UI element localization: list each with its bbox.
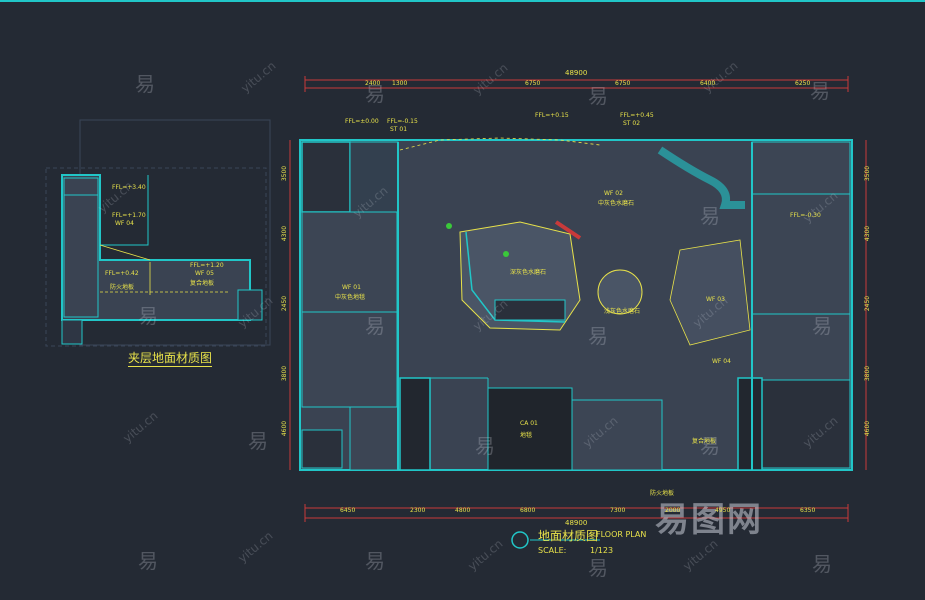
watermark-cn: 易 [812,314,832,338]
watermark-cn: 易 [138,304,158,328]
watermark-cn: 易 [248,429,268,453]
watermark-cn: 易 [700,204,720,228]
watermark-cn: 易 [588,84,608,108]
dim-right: 4300 [864,225,872,242]
room-tag: FFL=-0.15 [387,118,418,125]
room-tag: 中灰色地毯 [335,294,366,301]
room-tag: CA 01 [520,420,538,427]
dim-bottom: 4800 [455,507,471,514]
watermark-cn: 易 [365,314,385,338]
watermark-cn: 易 [812,552,832,576]
dim-top: 2400 [365,80,381,87]
room-tag: WF 01 [342,284,361,291]
room-tag: WF 02 [604,190,623,197]
dim-bottom: 6450 [340,507,356,514]
mezzanine-tag: FFL=+3.40 [112,184,146,191]
dim-bottom: 6350 [800,507,816,514]
mezzanine-tag: 防火地板 [110,284,135,291]
dim-bottom: 2300 [410,507,426,514]
watermark-cn: 易 [475,434,495,458]
dim-bottom: 7300 [610,507,626,514]
room-tag: FFL=-0.30 [790,212,821,219]
room-tag: ST 01 [390,126,408,133]
mezzanine-title: 夹层地面材质图 [128,351,213,367]
dim-top: 6400 [700,80,716,87]
mezzanine-plan [45,119,271,347]
room-tag: FFL=+0.45 [620,112,654,119]
room-tag: 中灰色水磨石 [598,200,635,207]
main-floor-plan [289,76,867,549]
room-tag: 防火地板 [650,490,675,497]
room-tag: 深灰色水磨石 [510,269,547,276]
watermark-cn: 易 [365,549,385,573]
watermark-cn: 易 [588,556,608,580]
room-tag: 浅灰色水磨石 [604,308,641,315]
dim-top-total: 48900 [565,69,588,77]
watermark-brand-logo: 易图网 [655,500,763,540]
dim-top: 6750 [615,80,631,87]
mezzanine-tag: FFL=+1.20 [190,262,224,269]
dim-left: 2450 [281,295,289,312]
mezzanine-tag: FFL=+1.70 [112,212,146,219]
dim-right: 2450 [864,295,872,312]
dim-right: 3800 [864,365,872,382]
dim-bottom: 2000 [665,507,681,514]
room-tag: 复合地板 [692,438,717,445]
floor-plan-title-cn: 地面材质图 [538,529,599,543]
room-tag: ST 02 [623,120,641,127]
dim-top: 6750 [525,80,541,87]
scale-label: SCALE: [538,546,567,555]
dim-top: 6250 [795,80,811,87]
dim-right: 3500 [864,165,872,182]
room-tag: WF 03 [706,296,725,303]
watermark-cn: 易 [700,434,720,458]
dim-left: 3800 [281,365,289,382]
mezzanine-tag: FFL=+0.42 [105,270,139,277]
mezzanine-tag: WF 05 [195,270,214,277]
dim-top: 1300 [392,80,408,87]
room-tag: FFL=+0.15 [535,112,569,119]
dim-bottom: 4950 [715,507,731,514]
scale-value: 1/123 [590,546,614,555]
watermark-cn: 易 [588,324,608,348]
watermark-cn: 易 [135,72,155,96]
dim-left: 4300 [281,225,289,242]
mezzanine-tag: 复合地板 [190,280,215,287]
watermark-cn: 易 [365,82,385,106]
dim-right: 4600 [864,420,872,437]
floor-plan-title-en: FLOOR PLAN [596,530,647,539]
room-tag: FFL=±0.00 [345,118,379,125]
room-tag: WF 04 [712,358,731,365]
room-tag: 地毯 [520,432,533,439]
watermark-cn: 易 [810,79,830,103]
dim-left: 3500 [281,165,289,182]
dim-left: 4600 [281,420,289,437]
watermark-cn: 易 [138,549,158,573]
dim-bottom: 6800 [520,507,536,514]
mezzanine-tag: WF 04 [115,220,134,227]
dim-bottom-total: 48900 [565,519,588,527]
